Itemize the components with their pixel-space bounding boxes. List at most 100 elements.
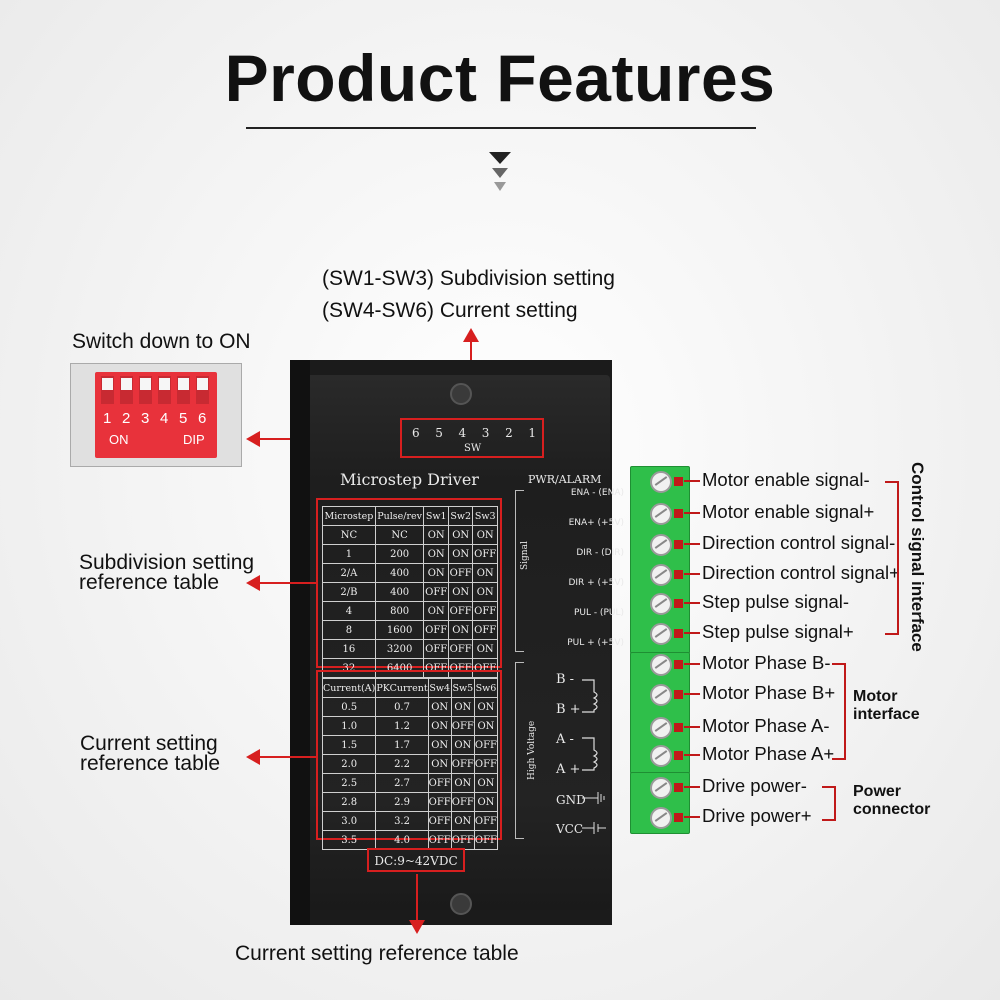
terminal-label: Motor Phase A- [702, 715, 830, 736]
dip-number: 1 [103, 410, 112, 427]
dip-number: 6 [198, 410, 207, 427]
bottom-label: Current setting reference table [235, 942, 519, 965]
dip-toggle-knob [121, 378, 132, 390]
sw-number: 6 [412, 426, 420, 440]
coil-a-plus: A + [556, 762, 581, 777]
terminal-screw [650, 564, 672, 586]
coil-icon [582, 679, 598, 771]
dip-toggle-knob [159, 378, 170, 390]
arrow-up-icon [463, 328, 479, 342]
voltage-callout-line [416, 874, 418, 924]
label-connector-line [684, 543, 700, 545]
dip-number: 3 [141, 410, 150, 427]
dip-dip-text: DIP [183, 432, 205, 447]
arrow-down-icon [409, 920, 425, 934]
terminal-label: Motor Phase A+ [702, 743, 835, 764]
terminal-marker [674, 540, 683, 549]
dip-on-text: ON [109, 432, 129, 447]
dip-toggle-3 [139, 376, 152, 404]
terminal-marker [674, 570, 683, 579]
terminal-marker [674, 599, 683, 608]
table-cell: ON [472, 582, 498, 602]
terminal-marker [674, 660, 683, 669]
label-connector-line [684, 663, 700, 665]
arrow-left-icon [246, 431, 260, 447]
terminal-marker [674, 723, 683, 732]
terminal-screw [650, 777, 672, 799]
coil-b-plus: B + [556, 702, 581, 717]
pin-label: DIR - (DIR) [576, 548, 624, 558]
terminal-label: Drive power+ [702, 805, 812, 826]
dip-number: 2 [122, 410, 131, 427]
label-connector-line [684, 602, 700, 604]
dip-toggle-knob [197, 378, 208, 390]
gnd-label: GND [556, 793, 586, 807]
terminal-label: Motor enable signal- [702, 469, 870, 490]
label-connector-line [684, 632, 700, 634]
terminal-marker [674, 629, 683, 638]
pin-label: ENA+ (+5V) [568, 518, 624, 528]
power-group-label: Power connector [853, 783, 930, 819]
terminal-label: Drive power- [702, 775, 807, 796]
terminal-screw [650, 684, 672, 706]
power-group-line1: Power [853, 783, 902, 800]
subdivision-ref-line2: reference table [79, 571, 220, 594]
label-connector-line [684, 754, 700, 756]
motor-group-line1: Motor [853, 688, 898, 705]
terminal-block-signal [630, 466, 690, 654]
label-connector-line [684, 512, 700, 514]
control-group: Control signal interface [903, 462, 927, 652]
terminal-label: Direction control signal+ [702, 562, 900, 583]
dip-number: 5 [179, 410, 188, 427]
dip-toggle-5 [177, 376, 190, 404]
arrow-left-icon [246, 749, 260, 765]
dip-toggle-1 [101, 376, 114, 404]
driver-flange [290, 360, 310, 925]
dip-number: 4 [160, 410, 169, 427]
current-ref-line1: Current setting [80, 732, 218, 755]
page-title: Product Features [224, 41, 776, 115]
terminal-screws [630, 0, 688, 1000]
sw-number: 3 [481, 426, 490, 440]
coil-a-minus: A - [556, 732, 574, 747]
sw-label: SW [464, 443, 482, 454]
terminal-screw [650, 471, 672, 493]
terminal-marker [674, 509, 683, 518]
pin-label: ENA - (ENA) [570, 488, 624, 498]
terminal-screw [650, 807, 672, 829]
terminal-marker [674, 813, 683, 822]
dip-toggle-6 [196, 376, 209, 404]
terminal-screw [650, 654, 672, 676]
power-symbol-icon [582, 792, 606, 834]
control-bracket [885, 481, 899, 635]
terminal-screw [650, 593, 672, 615]
terminal-screw [650, 745, 672, 767]
motor-group-label: Motor interface [853, 688, 920, 724]
label-connector-line [684, 726, 700, 728]
terminal-screw [650, 534, 672, 556]
terminal-screw [650, 623, 672, 645]
screw-bottom [450, 893, 472, 915]
table-cell: 3.5 [321, 830, 377, 850]
current-ref-label: Current setting reference table [80, 732, 220, 774]
subdivision-ref-line1: Subdivision setting [79, 551, 255, 574]
sw-number: 2 [505, 426, 513, 440]
motor-bracket [832, 663, 846, 760]
label-connector-line [684, 786, 700, 788]
signal-bracket [515, 490, 525, 652]
hv-bracket [515, 662, 524, 839]
dip-caption: Switch down to ON [72, 330, 251, 353]
label-connector-line [684, 816, 700, 818]
